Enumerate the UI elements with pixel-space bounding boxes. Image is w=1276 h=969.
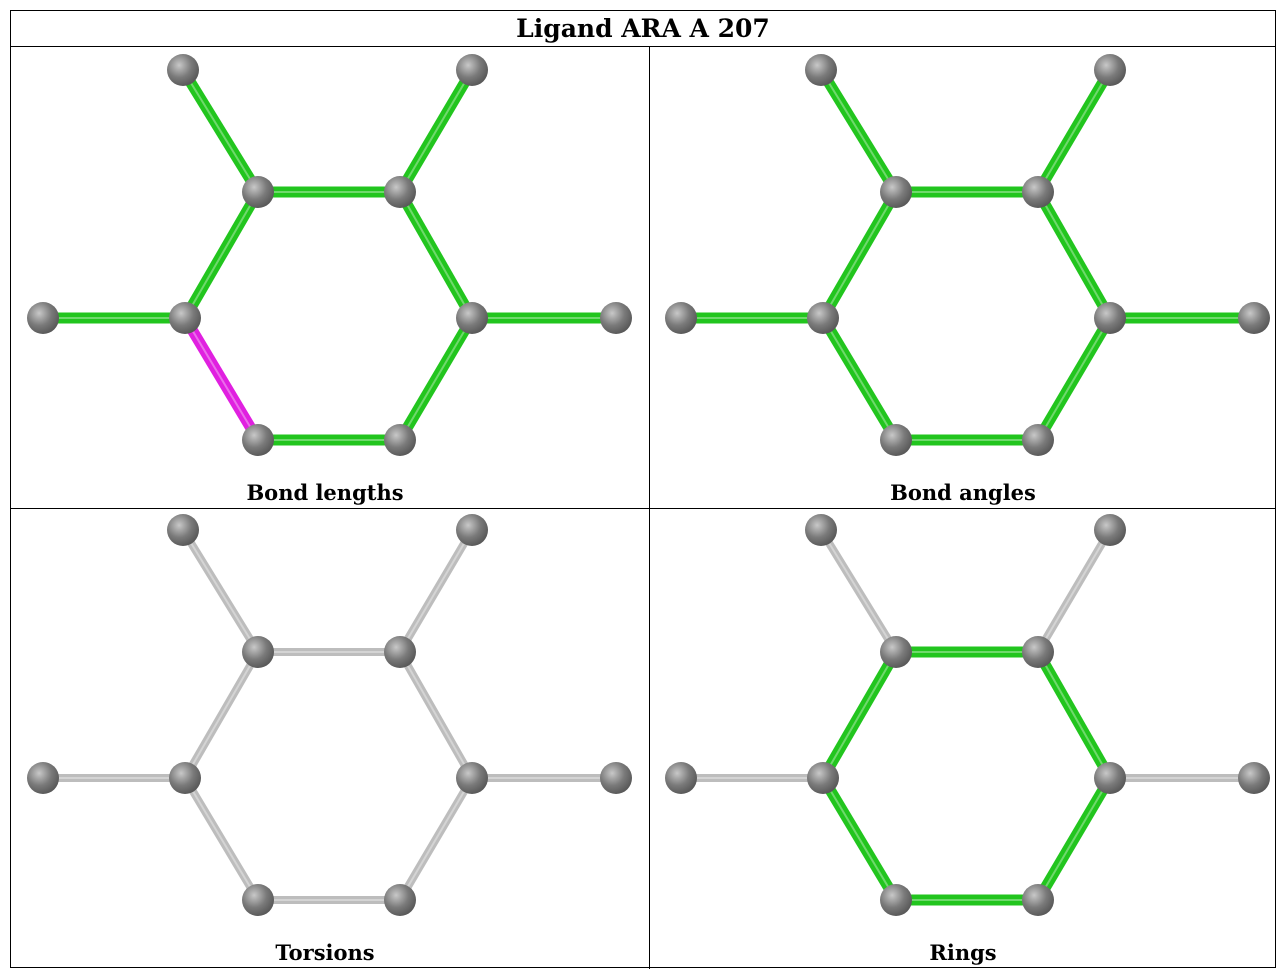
bond-ring-bottom-right-ring-right bbox=[1033, 775, 1115, 903]
bond-highlight bbox=[399, 317, 473, 441]
row-divider bbox=[11, 508, 1275, 509]
bond-highlight bbox=[182, 529, 259, 653]
bond-ring-bottom-right-ring-right bbox=[395, 315, 477, 443]
bond-ring-top-left-ring-left bbox=[181, 649, 262, 781]
caption-bond-angles: Bond angles bbox=[890, 480, 1036, 505]
atom-ring-top-right bbox=[1022, 176, 1054, 208]
atom-ring-top-right bbox=[384, 636, 416, 668]
atom-right-sub bbox=[600, 302, 632, 334]
bond-ring-top-right-ring-right bbox=[1033, 649, 1115, 781]
bond-highlight bbox=[399, 777, 473, 901]
caption-torsions: Torsions bbox=[275, 940, 375, 965]
bond-highlight bbox=[1037, 69, 1111, 193]
bond-highlight bbox=[399, 651, 473, 779]
atom-ring-right bbox=[1094, 302, 1126, 334]
atom-ring-left bbox=[807, 302, 839, 334]
bond-ring-top-right-ring-right bbox=[396, 650, 476, 780]
bond-ring-top-right-ring-right bbox=[1033, 189, 1115, 321]
atom-top-right-sub bbox=[456, 514, 488, 546]
bond-top-left-sub-ring-top-left bbox=[817, 527, 900, 655]
bond-highlight bbox=[1037, 651, 1111, 779]
atom-ring-top-left bbox=[242, 636, 274, 668]
bond-highlight bbox=[822, 317, 897, 441]
bond-highlight bbox=[184, 317, 259, 441]
atom-top-left-sub bbox=[805, 54, 837, 86]
atom-ring-bottom-right bbox=[384, 884, 416, 916]
atom-ring-right bbox=[456, 762, 488, 794]
bond-highlight bbox=[184, 777, 259, 901]
bond-highlight bbox=[399, 529, 473, 653]
atom-ring-bottom-right bbox=[384, 424, 416, 456]
atom-left-sub bbox=[665, 762, 697, 794]
bond-highlight bbox=[822, 777, 897, 901]
bond-ring-top-left-ring-left bbox=[818, 649, 901, 781]
bond-ring-top-left-ring-left bbox=[818, 189, 901, 321]
bond-ring-bottom-right-ring-right bbox=[396, 775, 476, 903]
bond-ring-left-ring-bottom-left bbox=[818, 775, 901, 903]
bond-highlight bbox=[184, 191, 259, 319]
bond-top-left-sub-ring-top-left bbox=[816, 67, 901, 195]
bond-ring-top-left-ring-left bbox=[180, 189, 263, 321]
bond-highlight bbox=[1037, 777, 1111, 901]
bond-highlight bbox=[822, 191, 897, 319]
atom-right-sub bbox=[1238, 762, 1270, 794]
atom-left-sub bbox=[27, 762, 59, 794]
bond-ring-left-ring-bottom-left bbox=[181, 775, 262, 903]
bond-highlight bbox=[399, 69, 473, 193]
atom-ring-bottom-left bbox=[242, 424, 274, 456]
bond-ring-left-ring-bottom-left bbox=[180, 315, 263, 443]
figure-title: Ligand ARA A 207 bbox=[11, 11, 1275, 47]
atom-left-sub bbox=[27, 302, 59, 334]
bond-highlight bbox=[1037, 191, 1111, 319]
atom-top-right-sub bbox=[456, 54, 488, 86]
bond-highlight bbox=[1037, 317, 1111, 441]
bond-ring-top-right-ring-right bbox=[395, 189, 477, 321]
atom-top-left-sub bbox=[167, 54, 199, 86]
bond-top-left-sub-ring-top-left bbox=[179, 527, 262, 655]
bond-ring-left-ring-bottom-left bbox=[818, 315, 901, 443]
caption-rings: Rings bbox=[929, 940, 997, 965]
bond-highlight bbox=[184, 651, 259, 779]
atom-ring-left bbox=[169, 762, 201, 794]
atom-ring-bottom-left bbox=[880, 424, 912, 456]
atom-top-left-sub bbox=[167, 514, 199, 546]
bond-top-right-sub-ring-top-right bbox=[395, 67, 477, 195]
atom-ring-top-left bbox=[880, 176, 912, 208]
atom-right-sub bbox=[600, 762, 632, 794]
bond-highlight bbox=[399, 191, 473, 319]
bond-highlight bbox=[820, 69, 897, 193]
atom-ring-left bbox=[807, 762, 839, 794]
bond-highlight bbox=[1037, 529, 1111, 653]
atom-ring-top-left bbox=[880, 636, 912, 668]
atom-ring-bottom-right bbox=[1022, 424, 1054, 456]
atom-left-sub bbox=[665, 302, 697, 334]
atom-top-right-sub bbox=[1094, 514, 1126, 546]
atom-ring-left bbox=[169, 302, 201, 334]
caption-bond-lengths: Bond lengths bbox=[246, 480, 404, 505]
bond-top-right-sub-ring-top-right bbox=[1033, 67, 1115, 195]
bond-ring-bottom-right-ring-right bbox=[1033, 315, 1115, 443]
atom-ring-right bbox=[456, 302, 488, 334]
bond-highlight bbox=[820, 529, 897, 653]
bond-top-right-sub-ring-top-right bbox=[396, 527, 476, 655]
bond-top-right-sub-ring-top-right bbox=[1034, 527, 1114, 655]
atom-ring-bottom-left bbox=[242, 884, 274, 916]
bond-highlight bbox=[182, 69, 259, 193]
atom-ring-top-left bbox=[242, 176, 274, 208]
bond-highlight bbox=[822, 651, 897, 779]
atom-ring-right bbox=[1094, 762, 1126, 794]
atom-ring-bottom-right bbox=[1022, 884, 1054, 916]
atom-ring-bottom-left bbox=[880, 884, 912, 916]
atom-ring-top-right bbox=[384, 176, 416, 208]
atom-top-left-sub bbox=[805, 514, 837, 546]
atom-right-sub bbox=[1238, 302, 1270, 334]
atom-ring-top-right bbox=[1022, 636, 1054, 668]
atom-top-right-sub bbox=[1094, 54, 1126, 86]
bond-top-left-sub-ring-top-left bbox=[178, 67, 263, 195]
